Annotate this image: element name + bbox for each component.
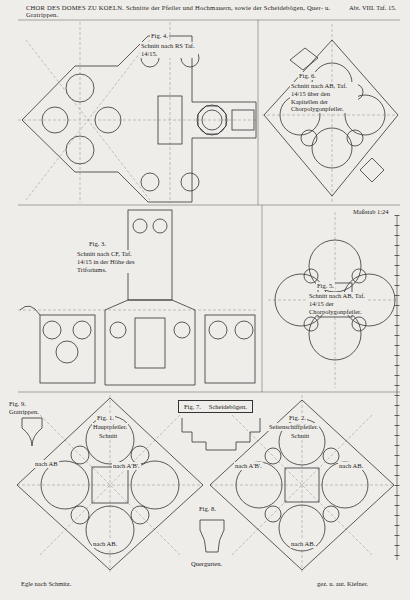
figure-label: Schnitt nach RS Taf. 14/15. bbox=[140, 42, 198, 58]
figure-label: Fig. 4. bbox=[150, 32, 169, 40]
figure-label: Hauptpfeiler. bbox=[92, 423, 128, 431]
figure-label: Fig. 2. bbox=[288, 414, 307, 422]
box-text: Fig. 7. bbox=[184, 403, 201, 410]
fig8-quergurten-profile bbox=[200, 520, 224, 552]
fig6-section bbox=[264, 40, 398, 196]
figure-label: nach A'B'. bbox=[112, 462, 141, 470]
fig7-scheideboegen-profile bbox=[182, 418, 260, 450]
figure-label: Schnitt nach AB, Taf. 14/15 der Chorpoly… bbox=[308, 292, 368, 315]
scale-note: Maßstab 1:24 bbox=[352, 208, 390, 216]
figure-label: Fig. 3. bbox=[88, 240, 107, 248]
figure-label: nach AB. bbox=[290, 540, 316, 548]
fig3-section bbox=[20, 210, 255, 385]
fig4-section bbox=[22, 36, 256, 202]
figure-box: Fig. 7. Scheidebögen. bbox=[178, 400, 253, 413]
construction-lines bbox=[17, 22, 398, 572]
figure-label: Quergurten. bbox=[190, 560, 223, 568]
fig2-seitenschiffpfeiler bbox=[210, 400, 394, 570]
figure-label: gez. u. aut. Kiefner. bbox=[316, 580, 369, 588]
figure-label: Fig. 8. bbox=[198, 505, 217, 513]
figure-label: nach AB. bbox=[92, 540, 118, 548]
figure-label: nach A'B'. bbox=[234, 462, 263, 470]
figure-label: Fig. 6. bbox=[298, 72, 317, 80]
figure-label: nach AB bbox=[34, 460, 59, 468]
figure-label: Schnitt nach CF, Taf. 14/15 in der Höhe … bbox=[76, 250, 140, 273]
figure-label: Gratrippen. bbox=[8, 408, 40, 416]
fig5-section bbox=[275, 240, 395, 360]
figure-label: Schnitt nach AB, Taf. 14/15 über den Kap… bbox=[290, 82, 358, 113]
figure-label: Abt. VIII. Taf. 15. bbox=[348, 4, 410, 12]
box-text: Scheidebögen. bbox=[209, 403, 247, 410]
figure-label: nach AB. bbox=[338, 462, 364, 470]
figure-label: Egle nach Schmitz. bbox=[20, 580, 72, 588]
fig9-gratrippen bbox=[22, 418, 42, 446]
figure-label: Fig. 5. bbox=[316, 282, 335, 290]
frame-lines bbox=[18, 20, 400, 392]
figure-label: Schnitt bbox=[290, 432, 310, 440]
figure-label: Fig. 1. bbox=[96, 414, 115, 422]
fig1-hauptpfeiler bbox=[17, 398, 203, 570]
figure-label: Fig. 9. bbox=[8, 400, 27, 408]
figure-label: Schnitt bbox=[98, 432, 118, 440]
scale-bar bbox=[397, 215, 398, 560]
plate-title: CHOR DES DOMES ZU KOELN. Schnitte der Pf… bbox=[26, 4, 344, 18]
figure-label: Seitenschiffpfeiler. bbox=[268, 423, 319, 431]
